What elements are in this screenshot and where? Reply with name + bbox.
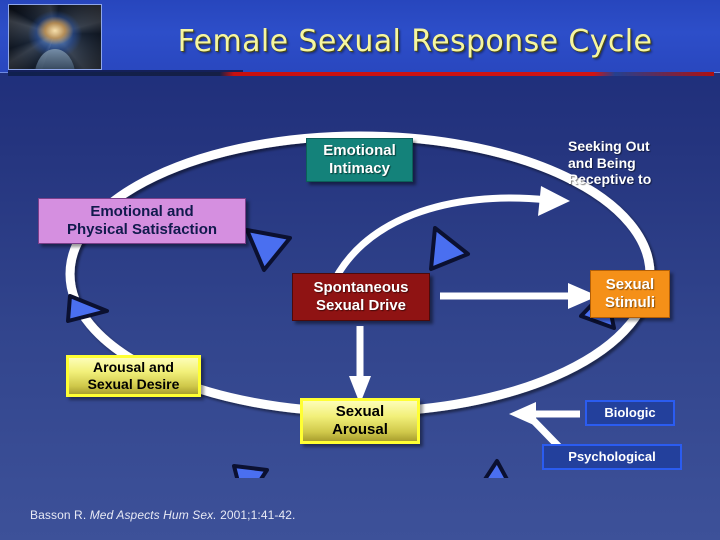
response-cycle-diagram xyxy=(65,131,655,478)
node-sexual-arousal[interactable]: Sexual Arousal xyxy=(300,398,420,444)
banner-rule-dark xyxy=(8,70,243,73)
citation-journal: Med Aspects Hum Sex. xyxy=(89,508,217,522)
page-title: Female Sexual Response Cycle xyxy=(177,24,653,59)
drive-to-stimuli-arrow xyxy=(440,283,598,309)
figure-silhouette xyxy=(35,49,75,69)
node-arousal-and-sexual-desire[interactable]: Arousal and Sexual Desire xyxy=(66,355,201,397)
node-sexual-stimuli[interactable]: Sexual Stimuli xyxy=(590,270,670,318)
drive-to-arousal-arrow xyxy=(349,326,371,404)
banner-rule-red xyxy=(8,72,714,76)
cycle-arrowhead-left xyxy=(66,294,109,323)
cycle-arrowhead-top-left xyxy=(245,228,292,272)
citation: Basson R. Med Aspects Hum Sex. 2001;1:41… xyxy=(30,508,295,522)
node-emotional-intimacy[interactable]: Emotional Intimacy xyxy=(306,138,413,182)
citation-reference: 2001;1:41-42. xyxy=(220,508,296,522)
node-seeking-out-and-being-receptive-to: Seeking Out and Being Receptive to xyxy=(568,138,652,188)
cycle-arrowhead-bottom-right xyxy=(483,459,509,478)
cycle-arrowhead-bottom-left xyxy=(232,464,269,478)
node-emotional-and-physical-satisfaction[interactable]: Emotional and Physical Satisfaction xyxy=(38,198,246,244)
biologic-feed-arrow xyxy=(509,402,580,426)
node-biologic[interactable]: Biologic xyxy=(585,400,675,426)
inner-curve-arrow xyxy=(326,186,570,294)
brain-head-illustration-icon xyxy=(8,4,102,70)
node-psychological[interactable]: Psychological xyxy=(542,444,682,470)
cycle-arrowhead-top-right xyxy=(429,226,470,271)
node-spontaneous-sexual-drive[interactable]: Spontaneous Sexual Drive xyxy=(292,273,430,321)
citation-author: Basson R. xyxy=(30,508,87,522)
